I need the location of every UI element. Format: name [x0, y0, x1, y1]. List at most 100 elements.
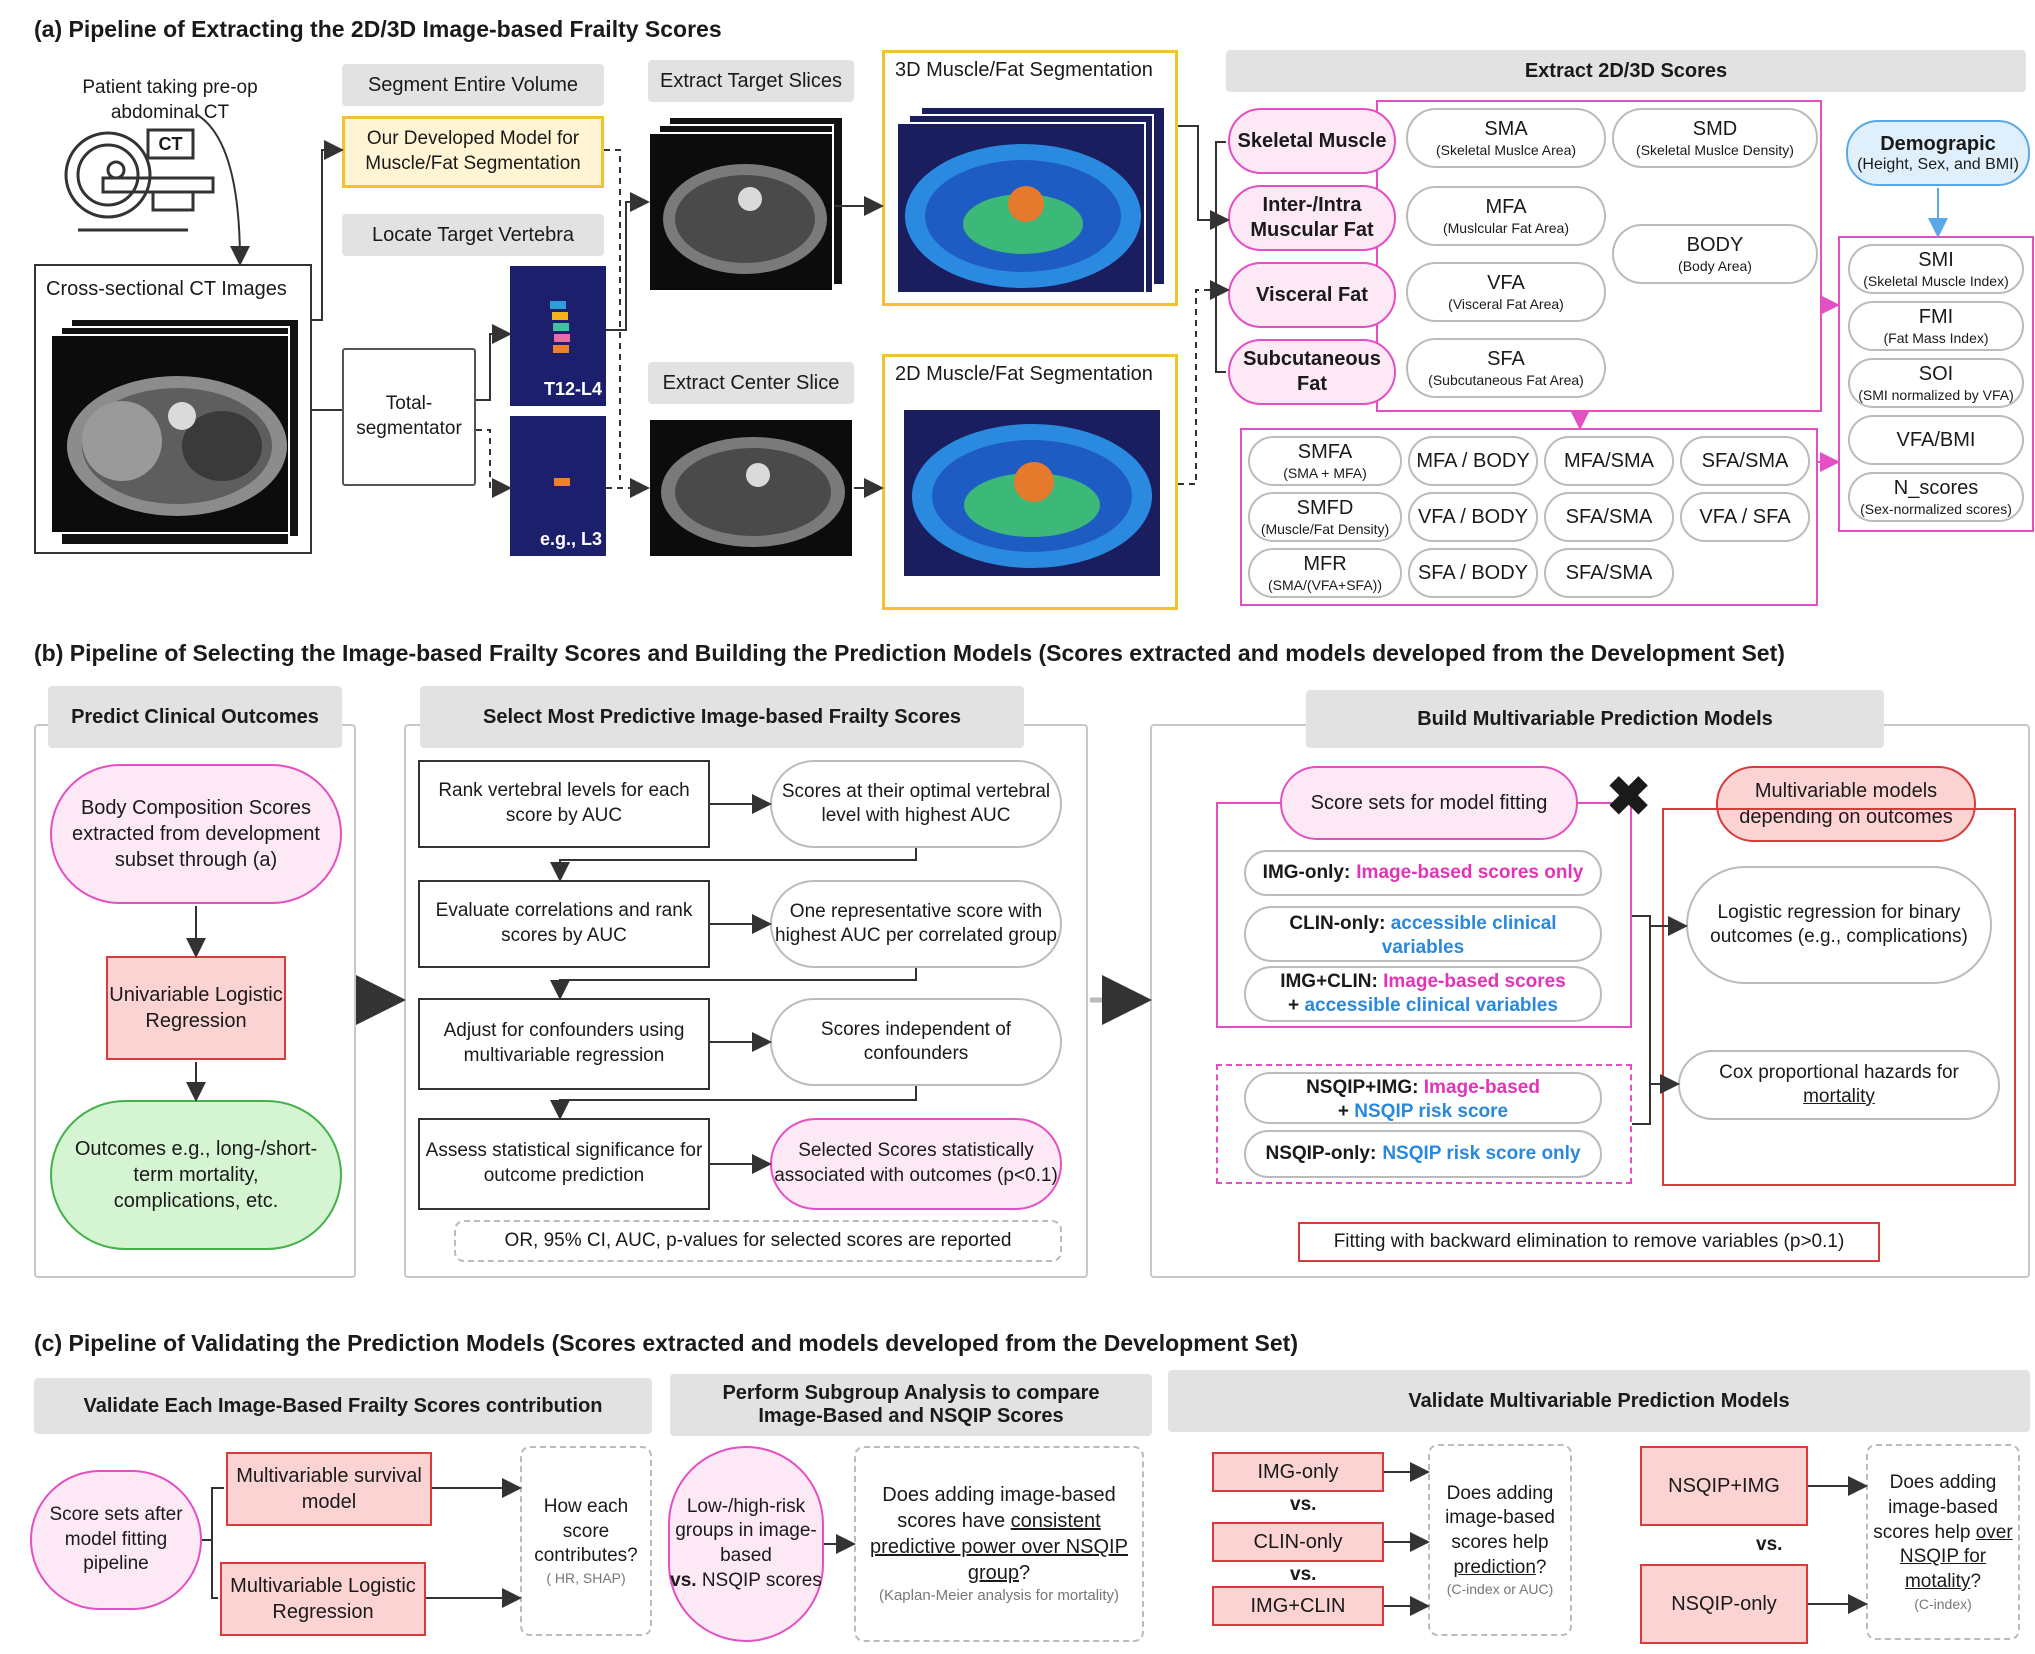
consistent-question: ? — [1019, 1562, 1031, 1585]
body-comp-pill: Body Composition Scores extracted from d… — [50, 764, 342, 904]
clin-only-value: accessible clinical variables — [1381, 913, 1557, 958]
nsqip-img-pill: NSQIP+IMG: Image-based+ NSQIP risk score — [1244, 1072, 1602, 1124]
tissue-skeletal-muscle: Skeletal Muscle — [1228, 108, 1396, 174]
lowhigh-nsqip: NSQIP scores — [701, 1569, 822, 1591]
ratio-mfa-sma: MFA/SMA — [1544, 436, 1674, 486]
index-vfa-bmi: VFA/BMI — [1848, 415, 2024, 465]
ct-icon-label: CT — [158, 134, 183, 154]
spine-image-l3: e.g., L3 — [510, 416, 606, 556]
index-soi-desc: (SMI normalized by VFA) — [1858, 386, 2014, 403]
predict-header: Predict Clinical Outcomes — [48, 686, 342, 748]
score-sets-after-pill: Score sets after model fitting pipeline — [30, 1470, 202, 1610]
mortality-sub: (C-index) — [1914, 1595, 1972, 1612]
ratio-sfa-body: SFA / BODY — [1408, 548, 1538, 598]
score-body: BODY(Body Area) — [1612, 224, 1818, 284]
center-slice — [648, 418, 854, 558]
index-fmi: FMI(Fat Mass Index) — [1848, 301, 2024, 351]
mortality-question: ? — [1970, 1570, 1982, 1592]
univariable-box: Univariable Logistic Regression — [106, 956, 286, 1060]
mortality-text: Does adding image-based scores help — [1873, 1472, 1998, 1543]
score-smd-name: SMD — [1692, 117, 1738, 140]
extract-target-header: Extract Target Slices — [648, 60, 854, 102]
score-mfa: MFA(Muslcular Fat Area) — [1406, 186, 1606, 246]
index-vfa-bmi-name: VFA/BMI — [1896, 428, 1976, 451]
seg3d-label: 3D Muscle/Fat Segmentation — [895, 59, 1153, 81]
ratio-vfa-sfa-name: VFA / SFA — [1699, 505, 1791, 528]
step3-right: Scores independent of confounders — [770, 998, 1062, 1086]
lowhigh-text: Low-/high-risk groups in image-based — [675, 1495, 817, 1566]
locate-vertebra-header: Locate Target Vertebra — [342, 214, 604, 256]
ratio-mfa-body-name: MFA / BODY — [1416, 449, 1530, 472]
score-vfa: VFA(Visceral Fat Area) — [1406, 262, 1606, 322]
outcomes-pill: Outcomes e.g., long-/short-term mortalit… — [50, 1100, 342, 1250]
score-sma: SMA(Skeletal Muslce Area) — [1406, 108, 1606, 168]
tissue-visceral-fat: Visceral Fat — [1228, 262, 1396, 328]
validate-mv-header: Validate Multivariable Prediction Models — [1168, 1370, 2030, 1432]
c-vs-1: vs. — [1290, 1494, 1317, 1515]
index-n-scores-name: N_scores — [1893, 476, 1979, 499]
index-smi: SMI(Skeletal Muscle Index) — [1848, 244, 2024, 294]
nsqip-dashed-box — [1216, 1064, 1632, 1184]
ratio-sfa-sma-3: SFA/SMA — [1544, 548, 1674, 598]
section-a-title: (a) Pipeline of Extracting the 2D/3D Ima… — [34, 16, 722, 42]
patient-label: Patient taking pre-op abdominal CT — [82, 77, 258, 123]
ratio-mfa-sma-name: MFA/SMA — [1563, 449, 1654, 472]
nsqip-only-label: NSQIP-only: — [1265, 1143, 1377, 1165]
backward-note: Fitting with backward elimination to rem… — [1298, 1222, 1880, 1262]
build-header: Build Multivariable Prediction Models — [1306, 690, 1884, 748]
totalsegmentator-box: Total-segmentator — [342, 348, 476, 486]
mortality-underlined: over NSQIP for motality — [1899, 1521, 2013, 1592]
consistent-text: Does adding image-based scores have — [882, 1484, 1116, 1533]
help-question: ? — [1535, 1556, 1547, 1578]
spine-image-t12l4: T12-L4 — [510, 266, 606, 406]
c-vs-2: vs. — [1290, 1564, 1317, 1585]
seg3d-slice-front — [896, 122, 1146, 294]
our-model-box: Our Developed Model for Muscle/Fat Segme… — [342, 116, 604, 188]
index-smi-name: SMI — [1918, 248, 1954, 271]
step4-right: Selected Scores statistically associated… — [770, 1118, 1062, 1210]
tissue-muscular-fat: Inter-/Intra Muscular Fat — [1228, 185, 1396, 251]
score-body-desc: (Body Area) — [1678, 257, 1752, 274]
step1-right: Scores at their optimal vertebral level … — [770, 760, 1062, 848]
step2-left: Evaluate correlations and rank scores by… — [418, 880, 710, 968]
seg2d-label: 2D Muscle/Fat Segmentation — [895, 363, 1153, 385]
ratio-vfa-body: VFA / BODY — [1408, 492, 1538, 542]
c-vs-3: vs. — [1756, 1534, 1783, 1555]
nsqip-only-pill: NSQIP-only:NSQIP risk score only — [1244, 1130, 1602, 1178]
c-nsqip-only: NSQIP-only — [1640, 1564, 1808, 1644]
logistic-pill: Logistic regression for binary outcomes … — [1686, 866, 1992, 984]
score-sfa-desc: (Subcutaneous Fat Area) — [1428, 371, 1584, 388]
help-sub: (C-index or AUC) — [1446, 1581, 1554, 1598]
ratio-mfr-name: MFR — [1303, 552, 1347, 575]
ratio-sfa-sma-3-name: SFA/SMA — [1565, 561, 1653, 584]
mv-models-pill: Multivariable models depending on outcom… — [1716, 766, 1976, 842]
clin-only-label: CLIN-only: — [1289, 913, 1386, 934]
target-slice-front — [648, 132, 834, 292]
img-clin-label: IMG+CLIN: — [1280, 971, 1378, 992]
index-n-scores: N_scores(Sex-normalized scores) — [1848, 472, 2024, 522]
score-sfa-name: SFA — [1487, 347, 1525, 370]
ratio-mfa-body: MFA / BODY — [1408, 436, 1538, 486]
c-clin-only: CLIN-only — [1212, 1522, 1384, 1562]
index-soi: SOI(SMI normalized by VFA) — [1848, 358, 2024, 408]
c-nsqip-img: NSQIP+IMG — [1640, 1446, 1808, 1526]
ratio-smfa: SMFA(SMA + MFA) — [1248, 436, 1402, 486]
demographic-pill: Demograpic (Height, Sex, and BMI) — [1846, 120, 2030, 186]
score-vfa-name: VFA — [1487, 271, 1525, 294]
img-clin-value-1: Image-based scores — [1383, 971, 1566, 992]
c-img-only: IMG-only — [1212, 1452, 1384, 1492]
tissue-subcutaneous-fat: Subcutaneous Fat — [1228, 339, 1396, 405]
extract-center-header: Extract Center Slice — [648, 362, 854, 404]
ratio-vfa-body-name: VFA / BODY — [1417, 505, 1529, 528]
help-box: Does adding image-based scores help pred… — [1428, 1444, 1572, 1636]
img-only-value: Image-based scores only — [1356, 862, 1584, 884]
cox-text: Cox proportional hazards for — [1719, 1062, 1959, 1084]
l3-label: e.g., L3 — [539, 529, 602, 549]
cross-sectional-label: Cross-sectional CT Images — [46, 278, 287, 300]
ratios-box — [1240, 428, 1818, 606]
index-soi-name: SOI — [1918, 362, 1954, 385]
nsqip-img-label: NSQIP+IMG: — [1306, 1077, 1419, 1098]
score-body-name: BODY — [1686, 233, 1744, 256]
